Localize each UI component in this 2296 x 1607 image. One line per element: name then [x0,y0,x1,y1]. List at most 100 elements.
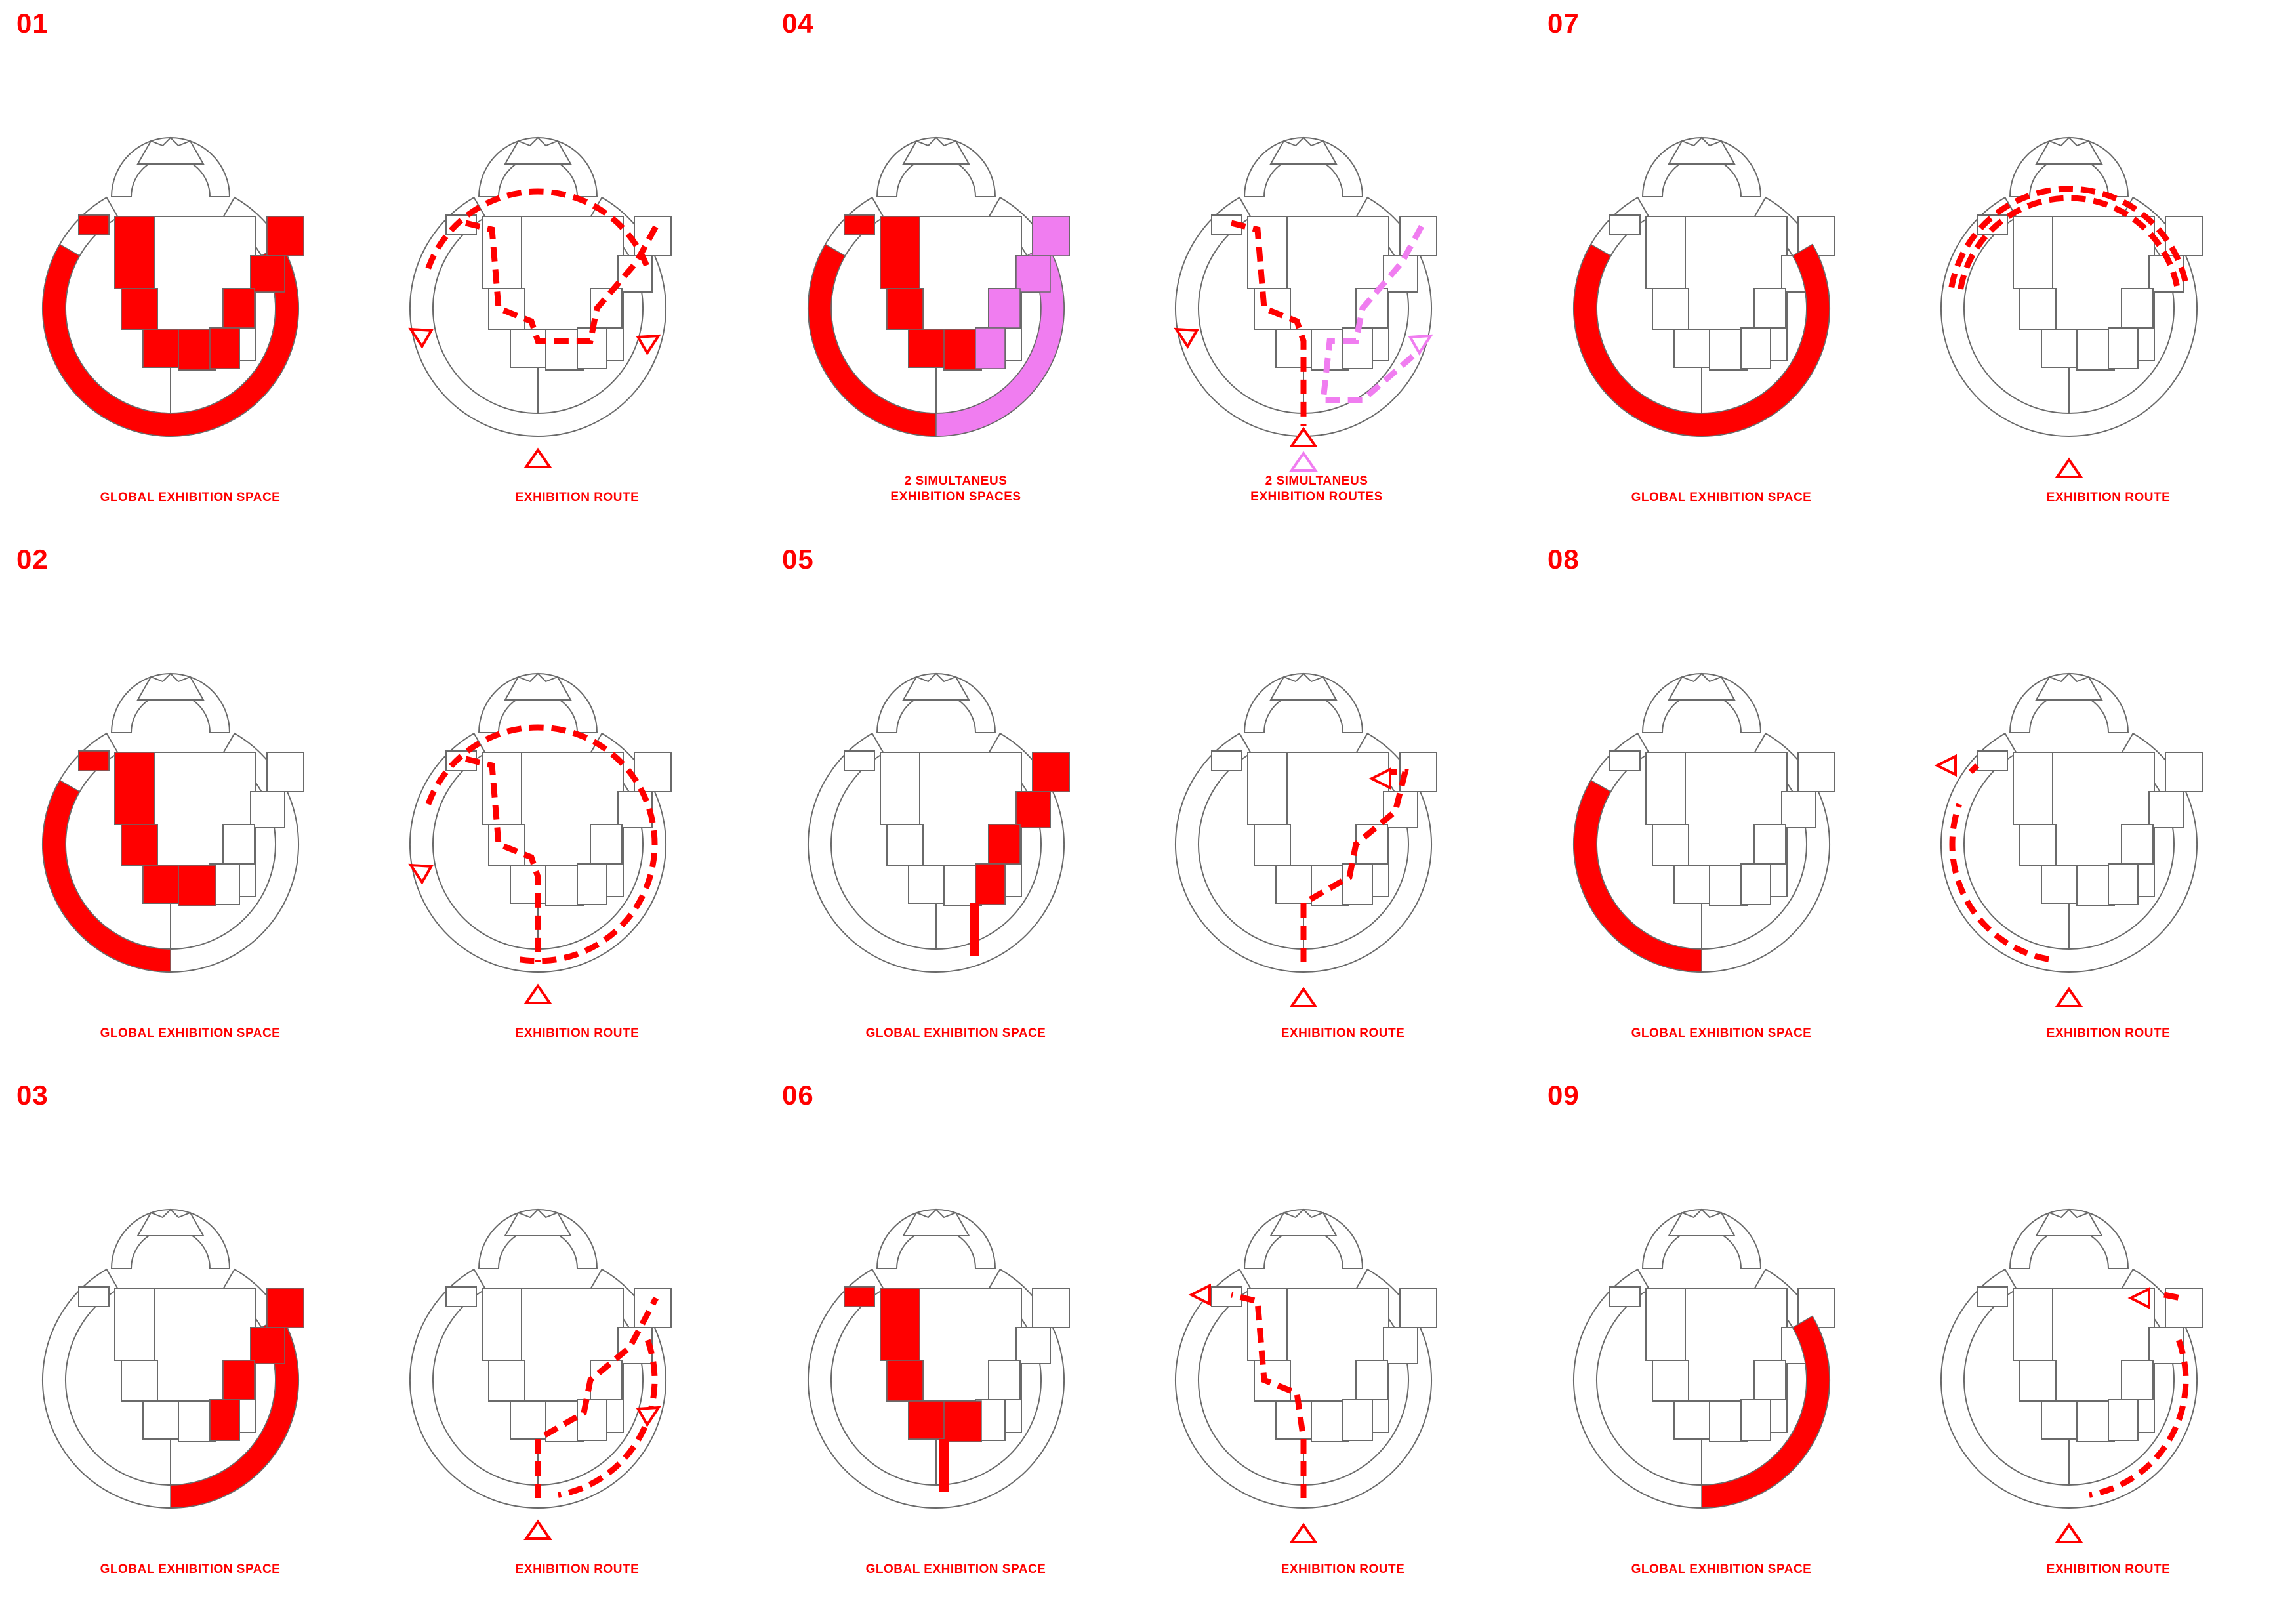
space-caption: GLOBAL EXHIBITION SPACE [100,491,281,504]
highlighted-room [250,1327,285,1364]
room-outline [1275,865,1313,904]
tower-outline [136,136,205,165]
highlighted-room [988,824,1021,865]
room-outline [844,750,875,771]
highlighted-room [844,1286,875,1307]
highlighted-room [975,863,1006,905]
room-outline [1740,1399,1771,1441]
room-outline [1652,1360,1689,1402]
panel-09: 09 GLOBAL EXHIBITION SPACE EXHIBITION RO… [1531,1072,2296,1607]
space-caption: GLOBAL EXHIBITION SPACE [865,1562,1046,1576]
route-caption: EXHIBITION ROUTE [2046,1027,2171,1040]
highlighted-room [142,329,180,368]
room-outline [1609,750,1641,771]
room-outline [1797,216,1835,256]
room-outline [1254,1360,1291,1402]
route-caption: EXHIBITION ROUTE [2046,1562,2171,1576]
highlighted-room [988,288,1021,329]
highlighted-room [266,1288,304,1328]
entrance-marker-icon [523,1519,552,1540]
tower-outline [136,1208,205,1236]
route-caption: EXHIBITION ROUTE [515,1027,640,1040]
highlighted-corridor [970,903,979,956]
highlighted-room [209,327,240,369]
room-outline [1781,791,1816,828]
route-path [558,1339,658,1498]
route-path [2089,1339,2189,1498]
room-outline [1740,863,1771,905]
highlighted-corridor [939,1439,949,1492]
room-outline [1753,288,1786,329]
space-caption: GLOBAL EXHIBITION SPACE [1631,1562,1812,1576]
route-arrow-icon [1934,754,1957,777]
panel-08: 08 GLOBAL EXHIBITION SPACE EXHIBITION RO… [1531,536,2296,1071]
highlighted-room [250,255,285,293]
highlighted-room [1015,791,1051,828]
highlighted-gallery [42,779,171,973]
highlighted-gallery [1573,779,1702,973]
room-outline [488,1360,525,1402]
room-outline [2041,329,2078,368]
ring-gallery-outline [409,1268,666,1509]
highlighted-room [1032,216,1070,256]
room-outline [250,791,285,828]
route-arrow-icon [1408,334,1433,356]
room-outline [1609,214,1641,235]
room-outline [2041,1400,2078,1440]
route-caption: EXHIBITION ROUTE [2046,491,2171,504]
highlighted-room [266,216,304,256]
ring-gallery-outline [1175,1268,1432,1509]
room-outline [1015,1327,1051,1364]
route-path [464,220,659,344]
route-arrow-icon [408,863,434,885]
room-outline [1609,1286,1641,1307]
exhibition-route-diagram [1934,672,2203,1007]
panel-number: 02 [16,544,49,575]
room-outline [1254,824,1291,866]
room-outline [2041,865,2078,904]
panel-05: 05 GLOBAL EXHIBITION SPACE EXHIBITION RO… [766,536,1530,1071]
highlighted-room [1015,255,1051,293]
entrance-marker-icon [523,447,552,468]
entrance-marker-icon [1289,987,1318,1007]
route-path [425,188,651,270]
tower-outline [504,672,572,701]
tower-outline [2035,1208,2103,1236]
room-outline [634,752,672,792]
highlighted-room [908,329,945,368]
room-outline [445,214,477,235]
room-outline [510,329,547,368]
exhibition-space-diagram [1573,672,1835,973]
entrance-marker-icon [523,983,552,1004]
entrance-marker-icon [1289,1522,1318,1543]
tower-outline [136,672,205,701]
room-outline [590,824,623,865]
panel-number: 01 [16,8,49,39]
room-outline [1383,1327,1418,1364]
highlighted-room [886,1360,924,1402]
room-outline [1673,1400,1711,1440]
route-caption: 2 SIMULTANEUS EXHIBITION ROUTES [1250,474,1383,504]
room-outline [121,1360,158,1402]
highlighted-gallery [808,243,937,437]
exhibition-route-diagram [1175,672,1437,1007]
room-outline [510,1400,547,1440]
exhibition-route-diagram [408,136,672,468]
exhibition-space-diagram [808,1208,1070,1509]
room-outline [1032,1288,1070,1328]
room-outline [2165,752,2203,792]
route-caption: EXHIBITION ROUTE [1281,1562,1405,1576]
ring-gallery-outline [1175,196,1432,437]
highlighted-room [78,750,110,771]
room-outline [1355,1360,1388,1400]
highlighted-room [1032,752,1070,792]
exhibition-route-diagram [409,1208,672,1540]
ring-gallery-outline [409,196,666,437]
highlighted-room [178,865,216,906]
panel-03: 03 GLOBAL EXHIBITION SPACE EXHIBITION RO… [0,1072,765,1607]
panel-number: 05 [782,544,814,575]
ring-gallery-outline [1573,732,1830,973]
tower-outline [902,136,970,165]
entrance-marker-icon [1289,451,1318,472]
panel-number: 03 [16,1080,49,1110]
